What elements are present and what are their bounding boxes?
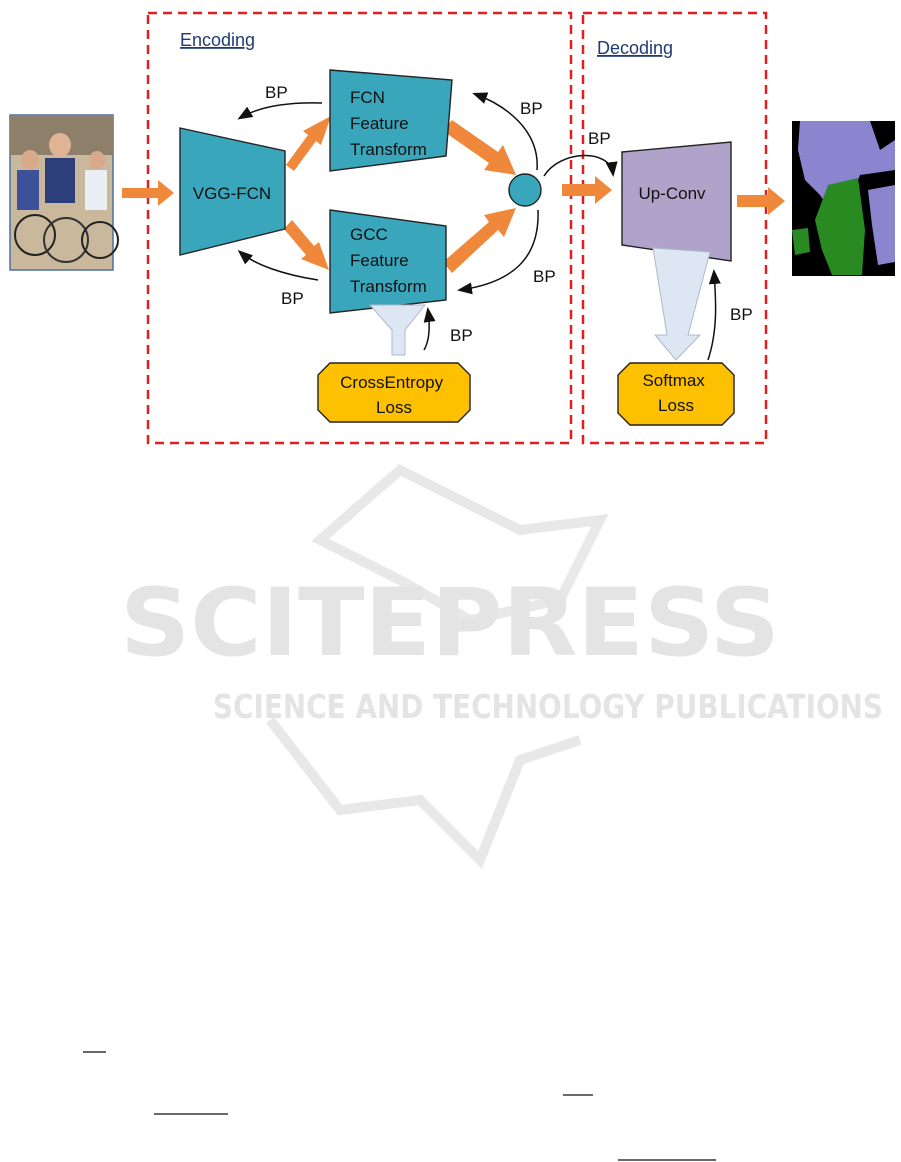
bp-upconv-to-merge (544, 155, 613, 176)
bp-label: BP (588, 129, 611, 148)
watermark-title: SCITEPRESS (120, 569, 780, 678)
bp-label: BP (281, 289, 304, 308)
bp-label: BP (730, 305, 753, 324)
bp-fcn-to-vgg (240, 103, 322, 118)
to-upconv-arrow (562, 176, 612, 204)
output-arrow (737, 187, 785, 215)
bp-label: BP (265, 83, 288, 102)
decoding-title: Decoding (597, 38, 673, 58)
watermark-subtitle: SCIENCE AND TECHNOLOGY PUBLICATIONS (213, 687, 883, 726)
output-segmentation (792, 121, 895, 276)
upconv-to-softmax-arrow (653, 248, 710, 360)
bp-label: BP (533, 267, 556, 286)
vgg-to-fcn-arrow (286, 116, 331, 171)
vgg-fcn-label: VGG-FCN (193, 184, 271, 203)
up-conv-label: Up-Conv (638, 184, 706, 203)
page-rule-fragments (83, 1052, 716, 1160)
gcc-to-merge-arrow (443, 208, 516, 273)
encoding-title: Encoding (180, 30, 255, 50)
bp-loss-to-gcc (424, 310, 429, 350)
input-image (10, 115, 118, 270)
fcn-to-merge-arrow (443, 120, 516, 175)
merge-node (509, 174, 541, 206)
gcc-to-loss-arrow (370, 305, 425, 355)
bp-label: BP (520, 99, 543, 118)
watermark: SCITEPRESS SCIENCE AND TECHNOLOGY PUBLIC… (120, 470, 883, 860)
vgg-to-gcc-arrow (284, 220, 329, 270)
bp-softmax-to-upconv (708, 272, 716, 360)
bp-label: BP (450, 326, 473, 345)
